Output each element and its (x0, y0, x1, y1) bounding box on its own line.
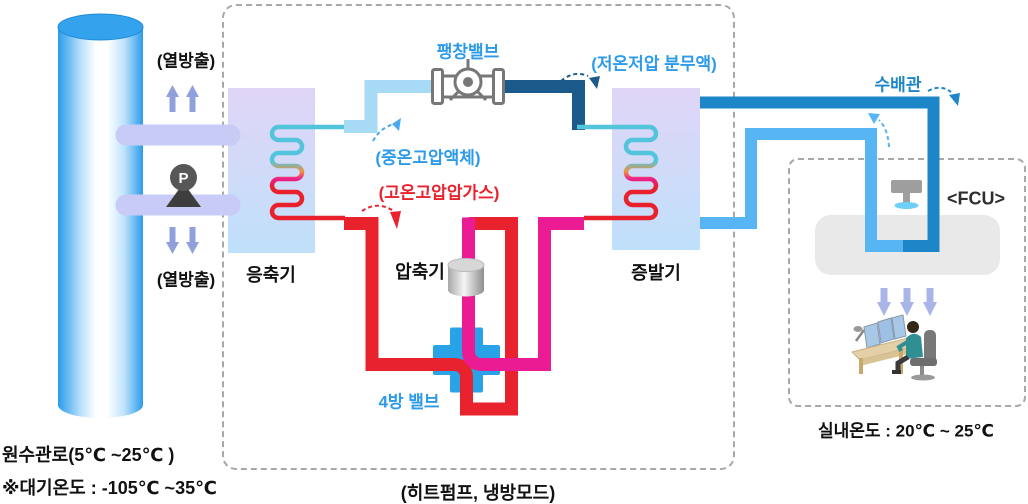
person-at-desk-illustration (851, 314, 937, 381)
pump-icon: P (166, 164, 201, 207)
pump-letter: P (178, 170, 188, 187)
diagram-caption: (히트펌프, 냉방모드) (400, 483, 556, 503)
condenser-coil (269, 124, 345, 221)
indoor-temp-label: 실내온도 : 20℃ ~ 25℃ (817, 421, 995, 441)
evaporator-coil (577, 124, 659, 221)
fcu-label: <FCU> (946, 188, 1006, 209)
medium-temp-liquid-label: (중온고압액체) (375, 148, 481, 168)
low-temp-spray-label: (저온저압 분무액) (591, 54, 717, 74)
heat-release-top-label: (열방출) (156, 51, 216, 71)
compressor-label: 압축기 (395, 262, 445, 282)
fcu-fan-icon (891, 180, 922, 209)
ambient-temp-label: ※대기온도 : -105℃ ~35℃ (2, 478, 217, 498)
water-pipe-label: 수배관 (874, 75, 922, 95)
pipe-spray-line (501, 80, 585, 130)
pipe-suction-line (462, 217, 584, 371)
airflow-down-arrows (877, 288, 937, 316)
raw-water-label: 원수관로(5℃ ~25℃ ) (2, 445, 175, 465)
flow-arrow-hot-gas (361, 204, 401, 229)
heat-release-down-arrows (166, 227, 199, 254)
flow-arrow-water-return (868, 113, 890, 148)
pipe-water-supply (700, 96, 940, 252)
heat-release-up-arrows (166, 85, 199, 112)
evaporator-label: 증발기 (631, 263, 681, 283)
condenser-label: 응축기 (246, 265, 296, 285)
water-source-cylinder-icon (57, 13, 144, 418)
flow-arrow-water-supply (927, 86, 960, 106)
expansion-valve-icon (431, 59, 505, 105)
heat-release-bottom-label: (열방출) (156, 270, 216, 290)
compressor-icon (447, 258, 485, 297)
pipe-water-return (700, 128, 903, 252)
flow-arrow-liquid (372, 118, 401, 142)
expansion-valve-label: 팽창밸브 (436, 42, 500, 62)
high-temp-gas-label: (고온고압압가스) (378, 183, 500, 203)
flow-arrow-spray (560, 72, 600, 89)
pipe-hot-gas-line (344, 217, 518, 416)
indoor-unit-dashed-border (788, 158, 1026, 407)
heat-pump-dashed-border (222, 4, 735, 470)
four-way-valve-label: 4방 밸브 (378, 392, 440, 412)
pipe-liquid-line (344, 80, 435, 133)
